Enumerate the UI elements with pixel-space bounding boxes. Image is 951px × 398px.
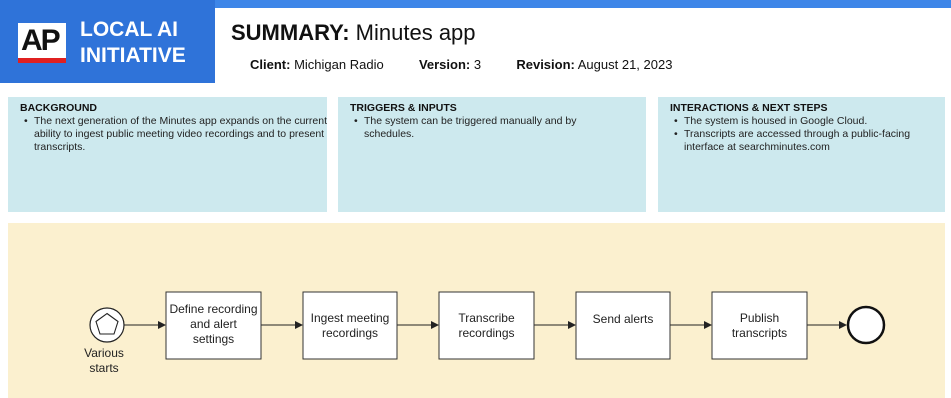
step-5-line-2: transcripts xyxy=(732,326,787,340)
header: AP LOCAL AI INITIATIVE SUMMARY: Minutes … xyxy=(0,0,951,83)
step-4-line-1: Send alerts xyxy=(593,312,654,326)
step-2-line-2: recordings xyxy=(322,326,378,340)
step-2-line-1: Ingest meeting xyxy=(311,311,390,325)
client-value: Michigan Radio xyxy=(294,57,384,72)
brand-block: AP LOCAL AI INITIATIVE xyxy=(0,0,215,83)
step-1-line-2: and alert xyxy=(190,317,237,331)
page-title: SUMMARY: Minutes app xyxy=(231,20,476,46)
step-send-alerts xyxy=(575,291,671,360)
top-band xyxy=(0,0,951,8)
start-label-line-2: starts xyxy=(89,361,118,375)
brand-line-2: INITIATIVE xyxy=(80,44,186,67)
brand-line-1: LOCAL AI xyxy=(80,18,178,41)
step-define-settings xyxy=(165,291,262,360)
version-value: 3 xyxy=(473,57,482,72)
background-title: BACKGROUND xyxy=(20,102,97,114)
background-bullet: The next generation of the Minutes app e… xyxy=(24,115,330,154)
ap-logo: AP xyxy=(18,23,66,63)
end-event-circle xyxy=(846,305,886,345)
interactions-bullet: Transcripts are accessed through a publi… xyxy=(674,128,946,154)
background-list: The next generation of the Minutes app e… xyxy=(20,115,330,154)
summary-label: SUMMARY: xyxy=(231,20,350,45)
brand-title: LOCAL AI INITIATIVE xyxy=(80,17,210,69)
interactions-bullet: The system is housed in Google Cloud. xyxy=(674,115,946,128)
client-label: Client: xyxy=(250,57,291,72)
step-3-line-1: Transcribe xyxy=(458,311,515,325)
version-label: Version: xyxy=(418,57,471,72)
summary-title: Minutes app xyxy=(355,20,476,45)
pentagon-icon xyxy=(95,312,119,335)
step-publish-transcripts xyxy=(711,291,808,360)
triggers-list: The system can be triggered manually and… xyxy=(350,115,624,141)
triggers-panel: TRIGGERS & INPUTS The system can be trig… xyxy=(338,97,646,212)
triggers-title: TRIGGERS & INPUTS xyxy=(350,102,457,114)
interactions-list: The system is housed in Google Cloud. Tr… xyxy=(670,115,946,154)
revision-value: August 21, 2023 xyxy=(577,57,673,72)
revision-label: Revision: xyxy=(516,57,575,72)
step-transcribe-recordings xyxy=(438,291,535,360)
step-5-line-1: Publish xyxy=(740,311,779,325)
interactions-panel: INTERACTIONS & NEXT STEPS The system is … xyxy=(658,97,945,212)
step-1-line-3: settings xyxy=(193,332,234,346)
start-label-line-1: Various xyxy=(84,346,124,360)
ap-logo-red-bar xyxy=(18,58,66,63)
meta-line: Client: Michigan Radio Version: 3 Revisi… xyxy=(250,57,672,72)
background-panel: BACKGROUND The next generation of the Mi… xyxy=(8,97,327,212)
ap-logo-text: AP xyxy=(21,24,61,57)
step-ingest-recordings xyxy=(302,291,398,360)
step-3-line-2: recordings xyxy=(458,326,514,340)
step-1-line-1: Define recording xyxy=(169,302,257,316)
triggers-bullet: The system can be triggered manually and… xyxy=(354,115,624,141)
interactions-title: INTERACTIONS & NEXT STEPS xyxy=(670,102,828,114)
